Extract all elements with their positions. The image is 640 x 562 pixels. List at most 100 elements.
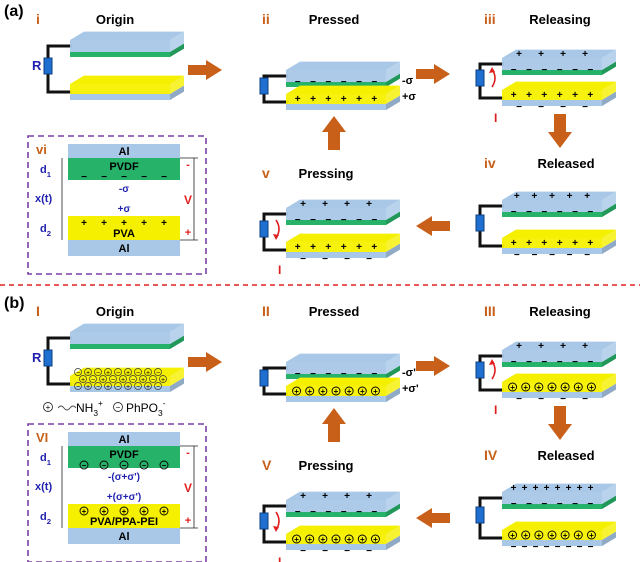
pvdf-neg-charges-sign: − [325,507,331,518]
top-electrode-side [170,31,184,52]
ion-ring [139,375,147,383]
inset-numeral: VI [36,430,48,445]
ion-sign: + [126,370,130,377]
pva-pos-charges-ring [508,382,518,392]
current-arrowhead [273,234,279,240]
pvdf-side [602,495,616,509]
bottom-electrode [70,94,170,100]
stage-numeral: I [36,303,40,319]
pvdf-neg-charges-sign: − [371,507,377,518]
resistor [475,69,485,87]
pva-pos-charges: +++++++ [508,382,596,392]
top-induced-charges: ++++++++ [511,483,594,494]
ion-sign: + [121,377,125,384]
pvdf-neg-charges-sign: − [572,357,578,368]
pva-pos-charges-ring [292,386,302,396]
pvdf-neg-charges-sign: − [572,65,578,76]
pva-pos-charges-sign: + [373,535,378,544]
bottom-electrode-side [602,383,616,398]
top-induced-charges-sign: + [300,491,306,502]
stage-title: Releasing [529,304,590,319]
ion-ring [149,375,157,383]
inset-top-charge: -σ [119,184,129,195]
bottom-induced-charges-sign: − [344,254,350,265]
top-induced-charges-sign: + [344,491,350,502]
bottom-electrode-side [602,531,616,546]
pvdf-neg-charges-sign: − [541,207,547,218]
ion-sign: − [96,370,100,377]
ion-sign: − [136,384,140,391]
bottom-induced-charges-sign: − [514,250,520,261]
inset-frame [27,423,207,562]
inset-neg-charges: −−−−− [81,172,167,183]
ion-ring [79,375,87,383]
current-arrowhead [489,67,495,73]
pva-pos-charges-ring [521,530,531,540]
volt-label: V [184,193,192,207]
inset-pvdf [68,158,180,180]
panel-a-tag: (a) [4,3,24,20]
pva-layer [286,85,400,104]
pva-layer-side [170,75,184,94]
bottom-induced-charges-sign: − [549,250,555,261]
inset-neg-charges-sign: − [102,461,107,470]
top-electrode-front [502,200,602,212]
inset-neg-charges-ring [79,460,89,470]
current-label: I [278,263,281,277]
pvdf-neg-charges: −−−−−− [511,65,594,76]
pvdf-neg-charges-sign: − [541,499,547,510]
pvdf-neg-charges-sign: − [371,215,377,226]
pva-layer [502,81,616,100]
bottom-electrode [502,248,602,254]
top-electrode [286,353,400,374]
bottom-induced-charges-sign: − [567,250,573,261]
pva-pos-charges: +++++++ [508,530,596,540]
volt-plus: + [185,515,191,527]
pva-layer-top [502,81,616,90]
pva-pos-charges: +++++++ [292,386,380,396]
pva-pos-charges-sign: + [526,238,532,249]
ion-sign: + [86,384,90,391]
top-induced-charges-sign: + [344,199,350,210]
pva-pos-charges-sign: + [307,535,312,544]
top-electrode [286,491,400,512]
pva-pos-charges-ring [573,382,583,392]
pva-pos-charges-sign: + [347,387,352,396]
inset-top-al-label: Al [119,434,130,446]
ion-ring [144,368,152,376]
top-induced-charges-sign: + [544,483,550,494]
top-induced-charges: +++++ [514,191,590,202]
ion-sign: + [81,377,85,384]
top-electrode [70,323,184,344]
pva-layer-top [502,229,616,238]
inset-neg-charges: −−−−− [79,460,169,470]
top-electrode [502,191,616,212]
top-electrode-side [602,49,616,70]
ion-ring [94,382,102,390]
top-induced-charges-sign: + [588,483,594,494]
pva-pos-charges-sign: + [511,90,517,101]
cation-label: NH3+ [76,398,103,418]
ion-sign: − [151,377,155,384]
bottom-induced-charges-sign: − [577,542,583,553]
pva-pos-charges-sign: + [587,238,593,249]
pva-pos-charges-sign: + [325,94,331,105]
pva-pos-charges: +++++++ [292,534,380,544]
current-label: I [278,555,281,562]
bottom-induced-charges-sign: − [582,102,588,113]
ion-ring [89,375,97,383]
ion-sign: + [106,370,110,377]
ion-ring [74,382,82,390]
top-induced-charges-sign: + [522,483,528,494]
bottom-electrode-side [602,239,616,254]
stage-numeral: iv [484,155,496,171]
stage-numeral: II [262,303,270,319]
pva-layer [502,521,616,540]
ion-ring [94,368,102,376]
bottom-induced-charges-sign: − [560,102,566,113]
inset-pva-label: PVA/PPA-PEI [90,516,158,528]
inset-top-al [68,144,180,158]
ion-legend: +NH3+−PhPO3- [43,398,166,418]
